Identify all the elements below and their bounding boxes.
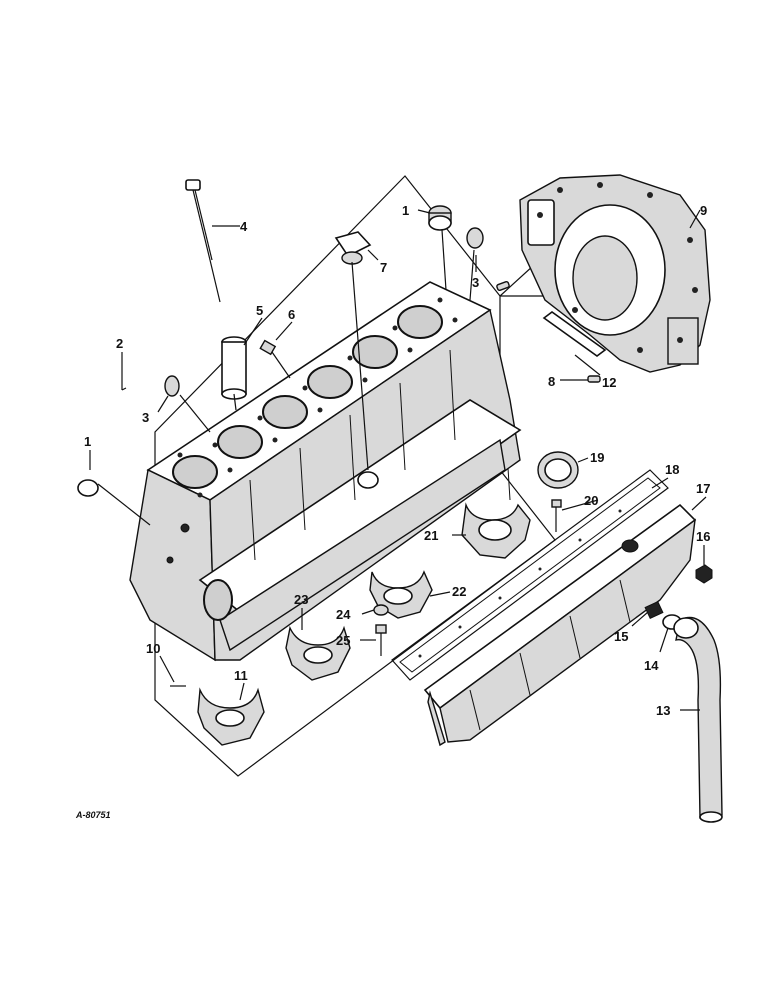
callout-15: 15: [614, 629, 628, 644]
cap-bolt: [375, 624, 387, 656]
oil-dipstick: [185, 179, 213, 261]
expansion-plug-small: [466, 227, 484, 249]
main-bearing-cap-rear: [461, 502, 531, 559]
callout-16: 16: [696, 529, 710, 544]
main-bearing-cap-center: [285, 625, 351, 681]
expansion-plug-upper: [428, 205, 452, 231]
callout-7: 7: [380, 260, 387, 275]
expansion-plug-front: [77, 479, 99, 497]
callout-12: 12: [602, 375, 616, 390]
callout-1-left: 1: [84, 434, 91, 449]
drawing-reference-code: A-80751: [75, 810, 111, 820]
callout-10: 10: [146, 641, 160, 656]
callout-11: 11: [234, 668, 248, 683]
callout-24: 24: [336, 607, 351, 622]
callout-18: 18: [665, 462, 679, 477]
rear-oil-seal: [537, 451, 579, 489]
callout-13: 13: [656, 703, 670, 718]
spacer-plate: [542, 311, 607, 357]
callout-2: 2: [116, 336, 123, 351]
leader-lines: [89, 209, 707, 711]
callout-3-upper: 3: [472, 275, 479, 290]
main-bearing-cap-front: [197, 687, 265, 746]
callout-20: 20: [584, 493, 598, 508]
callout-25: 25: [336, 633, 350, 648]
water-outlet-elbow: [334, 231, 372, 265]
callout-4: 4: [240, 219, 248, 234]
oil-pan-gasket: [391, 469, 669, 681]
callout-labels: 1 2 3 4 5 6 7 8 9 10 11 12 13 14 15 16 1…: [84, 203, 710, 718]
drain-plug: [695, 564, 713, 584]
callout-17: 17: [696, 481, 710, 496]
cylinder-block: [129, 281, 522, 662]
bearing-cap-bolt: [551, 499, 562, 532]
oil-filler-tube: [221, 336, 247, 400]
flywheel-housing: [519, 174, 711, 373]
expansion-plug-side: [164, 375, 180, 397]
callout-9: 9: [700, 203, 707, 218]
callout-6: 6: [288, 307, 295, 322]
callout-22: 22: [452, 584, 466, 599]
callout-21: 21: [424, 528, 438, 543]
callout-5: 5: [256, 303, 263, 318]
callout-8: 8: [548, 374, 555, 389]
callout-3-left: 3: [142, 410, 149, 425]
oil-pump-tube: [673, 616, 723, 823]
callout-14: 14: [644, 658, 659, 673]
callout-19: 19: [590, 450, 604, 465]
dowel-pin: [587, 375, 601, 383]
oil-pan: [423, 503, 697, 747]
fitting: [259, 339, 277, 356]
callout-23: 23: [294, 592, 308, 607]
callout-1-upper: 1: [402, 203, 409, 218]
washer: [373, 604, 389, 616]
